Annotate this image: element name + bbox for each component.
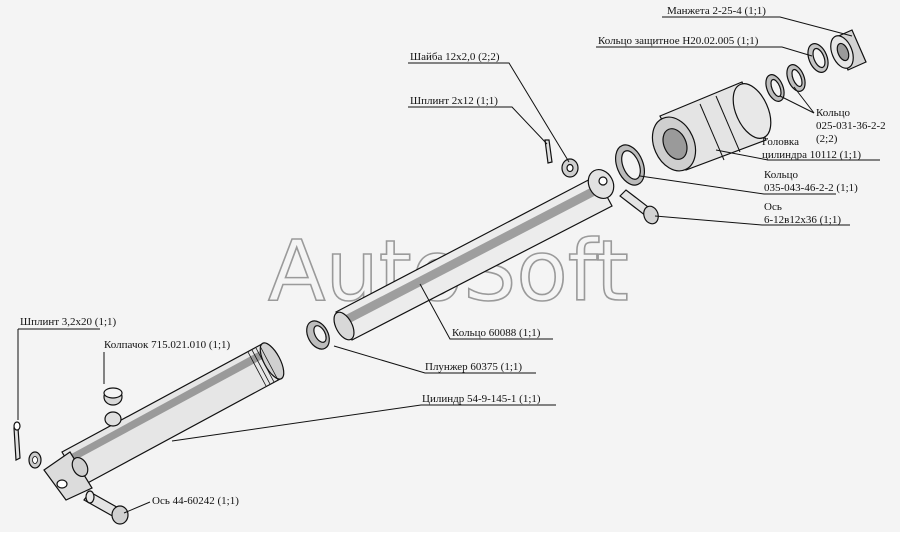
axle-top-part bbox=[619, 189, 659, 225]
label-manzheta: Манжета 2-25-4 (1;1) bbox=[667, 5, 766, 17]
label-shplint-2x12: Шплинт 2х12 (1;1) bbox=[410, 95, 498, 107]
label-golovka-line1: Головка bbox=[762, 136, 799, 148]
label-os-top-line1: Ось bbox=[764, 201, 782, 213]
label-os-top-line2: 6-12в12х36 (1;1) bbox=[764, 214, 841, 226]
label-golovka-line2: цилиндра 10112 (1;1) bbox=[762, 149, 861, 161]
label-koltso-60088: Кольцо 60088 (1;1) bbox=[452, 327, 541, 339]
label-koltso-035-line2: 035-043-46-2-2 (1;1) bbox=[764, 182, 858, 194]
cylinder-head-part bbox=[651, 81, 772, 172]
ring-035-part bbox=[615, 144, 645, 186]
label-koltso-025-line3: (2;2) bbox=[816, 133, 838, 145]
cap-part bbox=[103, 387, 123, 406]
cuff-part bbox=[830, 29, 867, 71]
label-koltso-035-line1: Кольцо bbox=[764, 169, 799, 181]
leader-lines bbox=[17, 16, 880, 514]
label-shplint-3-2x20: Шплинт 3,2х20 (1;1) bbox=[20, 316, 117, 328]
cotter-pin-top-part bbox=[544, 139, 553, 164]
ring-025-part bbox=[765, 64, 806, 102]
ring-60088-part bbox=[306, 320, 330, 350]
axle-bottom-part bbox=[83, 490, 129, 525]
cylinder-part bbox=[43, 342, 285, 501]
protective-ring-part bbox=[807, 43, 829, 73]
cotter-pin-bottom-part bbox=[13, 421, 21, 461]
label-tsilindr: Цилиндр 54-9-145-1 (1;1) bbox=[422, 393, 541, 405]
label-plunzher: Плунжер 60375 (1;1) bbox=[425, 361, 522, 373]
label-koltso-025-line1: Кольцо bbox=[816, 107, 851, 119]
washer-12x2-part bbox=[561, 158, 579, 178]
label-shaiba: Шайба 12х2,0 (2;2) bbox=[410, 51, 500, 63]
label-koltso-zashchitnoe: Кольцо защитное Н20.02.005 (1;1) bbox=[598, 35, 759, 47]
label-kolpachok: Колпачок 715.021.010 (1;1) bbox=[104, 339, 231, 351]
plunger-part bbox=[333, 169, 615, 341]
label-koltso-025-line2: 025-031-36-2-2 bbox=[816, 120, 886, 132]
label-os-bottom: Ось 44-60242 (1;1) bbox=[152, 495, 239, 507]
